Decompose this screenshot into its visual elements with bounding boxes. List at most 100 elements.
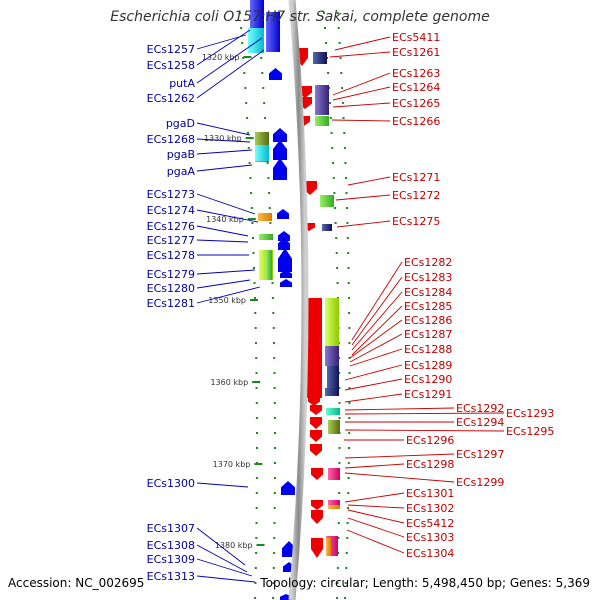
gene-box xyxy=(326,538,331,556)
left-gene-label: ECs1281 xyxy=(147,297,195,310)
tick-dot xyxy=(345,192,348,194)
tick-dot xyxy=(249,177,252,179)
tick-dot xyxy=(271,282,274,284)
left-label-connector xyxy=(196,37,263,84)
tick-dot xyxy=(238,12,241,14)
gene-arrow-reverse xyxy=(273,140,287,160)
tick-dot xyxy=(328,102,331,104)
gene-arrow-forward xyxy=(311,510,323,524)
gene-arrow-forward xyxy=(308,300,322,312)
tick-dot xyxy=(344,162,347,164)
tick-dot xyxy=(255,522,258,524)
tick-dot xyxy=(338,387,341,389)
left-label-connector xyxy=(196,225,249,237)
tick-dot xyxy=(273,357,276,359)
tick-dot xyxy=(346,522,349,524)
tick-dot xyxy=(253,297,256,299)
right-label-connector xyxy=(332,72,391,96)
tick-dot xyxy=(273,417,276,419)
tick-dot xyxy=(263,102,266,104)
kbp-tick-label: 1350 kbp xyxy=(208,296,246,305)
left-label-connector xyxy=(196,558,253,577)
tick-dot xyxy=(274,462,276,464)
left-gene-label: ECs1308 xyxy=(147,539,195,552)
tick-dot xyxy=(341,102,344,104)
tick-dot xyxy=(253,282,256,284)
tick-dot xyxy=(248,162,251,164)
right-gene-label: ECs1290 xyxy=(404,373,452,386)
tick-dot xyxy=(326,57,329,59)
tick-dot xyxy=(348,297,350,299)
tick-dot xyxy=(347,267,350,269)
gene-arrow-reverse xyxy=(277,209,289,219)
label-connectors xyxy=(196,29,505,583)
tick-dot xyxy=(348,432,351,434)
right-label-connector xyxy=(344,492,405,503)
gene-arrow-forward xyxy=(308,384,322,394)
gene-arrow-forward xyxy=(310,430,322,442)
right-label-connector xyxy=(346,529,405,554)
tick-dot xyxy=(255,507,258,509)
right-label-connector xyxy=(334,36,391,51)
tick-dot xyxy=(262,87,265,89)
tick-dot xyxy=(273,372,276,374)
gene-box xyxy=(250,0,264,28)
tick-dot xyxy=(261,72,264,74)
left-gene-label: ECs1258 xyxy=(147,59,195,72)
right-gene-label: ECs1292 xyxy=(456,402,504,415)
right-label-connector xyxy=(347,517,405,538)
left-label-connector xyxy=(196,34,247,50)
gene-box xyxy=(315,85,329,115)
tick-dot xyxy=(343,132,346,134)
tick-dot xyxy=(266,162,269,164)
tick-dot xyxy=(255,552,258,554)
right-gene-label: ECs5411 xyxy=(392,31,440,44)
right-gene-label: ECs1265 xyxy=(392,97,440,110)
right-gene-label: ECs5412 xyxy=(406,517,454,530)
tick-dot xyxy=(334,207,337,209)
tick-dot xyxy=(347,492,350,494)
tick-dot xyxy=(347,462,350,464)
right-label-connector xyxy=(344,472,455,483)
genome-backbone xyxy=(288,0,309,600)
tick-dot xyxy=(273,387,276,389)
tick-dot xyxy=(336,267,339,269)
gene-arrow-forward xyxy=(311,468,323,480)
left-gene-label: ECs1278 xyxy=(147,249,195,262)
tick-dot xyxy=(342,117,345,119)
kbp-tick-mark xyxy=(254,463,263,465)
kbp-tick-mark xyxy=(245,137,254,139)
tick-dot xyxy=(255,402,258,404)
tick-dot xyxy=(345,567,348,569)
right-gene-label: ECs1283 xyxy=(404,271,452,284)
gene-labels: ECs1257ECs1258putAECs1262pgaDECs1268pgaB… xyxy=(147,31,555,583)
gene-arrow-reverse xyxy=(281,481,295,495)
right-label-connector xyxy=(344,407,455,411)
right-gene-label: ECs1293 xyxy=(506,407,554,420)
tick-dot xyxy=(345,177,347,179)
tick-dot xyxy=(255,492,258,494)
right-gene-label: ECs1296 xyxy=(406,434,454,447)
right-label-connector xyxy=(332,102,391,108)
tick-dot xyxy=(273,522,276,524)
right-gene-label: ECs1264 xyxy=(392,81,440,94)
right-label-connector xyxy=(344,364,403,381)
tick-dot xyxy=(329,117,332,119)
tick-dot xyxy=(346,207,348,209)
right-label-connector xyxy=(349,319,403,359)
topology-text: Topology: circular; Length: 5,498,450 bp… xyxy=(260,576,590,590)
gene-box xyxy=(266,12,280,52)
right-label-connector xyxy=(349,333,403,363)
tick-dot xyxy=(338,42,341,44)
tick-dot xyxy=(250,207,253,209)
gene-arrow-reverse xyxy=(278,248,292,272)
right-gene-label: ECs1303 xyxy=(406,531,454,544)
left-gene-label: putA xyxy=(169,77,195,90)
tick-dot xyxy=(339,57,342,59)
right-label-connector xyxy=(351,276,403,346)
gene-arrow-reverse xyxy=(278,231,290,241)
left-label-connector xyxy=(196,544,248,573)
tick-dot xyxy=(267,177,270,179)
gene-arrow-reverse xyxy=(273,128,287,142)
gene-arrow-reverse xyxy=(280,279,292,287)
